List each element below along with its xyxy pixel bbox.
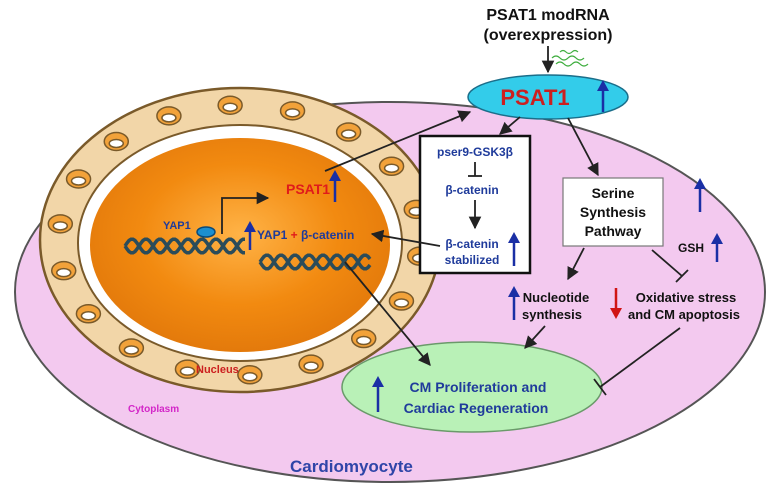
- nuclear-psat1-label: PSAT1: [286, 181, 330, 197]
- nuclear-pore-center: [55, 267, 72, 278]
- nuclear-pore-center: [303, 361, 319, 371]
- psat1-main-up-arrow: [597, 80, 609, 112]
- serine-to-nucleotide-arrow: [567, 247, 585, 281]
- nuclear-pore-center: [179, 366, 196, 376]
- nuclear-pore-center: [161, 113, 177, 123]
- nuclear-pores: [47, 95, 433, 385]
- yap-complex-yap1: YAP1: [257, 228, 288, 242]
- nuclear-pore-center: [355, 335, 372, 346]
- outcome-up-arrow: [372, 376, 384, 412]
- nuclear-pore-center: [123, 345, 140, 355]
- yap1-bead: [196, 226, 216, 238]
- psat1-ellipse: [467, 74, 629, 120]
- yap-complex-label: YAP1 + β-catenin: [257, 228, 354, 242]
- transcription-arrow: [221, 191, 270, 234]
- nuclear-pore-center: [52, 221, 69, 231]
- gsh-label: GSH: [678, 241, 704, 255]
- serine-pathway-box: [562, 177, 664, 247]
- yap-complex-plus: +: [291, 228, 298, 242]
- nuclear-pore-center: [80, 311, 97, 321]
- psat1-to-gsk3b-arrow: [499, 116, 521, 135]
- oxidative-inhibition: [593, 327, 681, 396]
- serine-up-arrow: [694, 178, 706, 212]
- outcome-label-line1: CM Proliferation and: [410, 379, 547, 395]
- nucleotide-to-outcome-arrow: [524, 325, 546, 349]
- nuclear-pore-center: [222, 102, 238, 112]
- serine-label-line1: Serine: [592, 185, 635, 201]
- beta-catenin-to-nucleus-arrow: [370, 229, 441, 247]
- psat1-main-label: PSAT1: [500, 85, 569, 110]
- dna-strand: [123, 237, 245, 255]
- nucleotide-label-line1: Nucleotide: [523, 290, 589, 305]
- gsh-up-arrow: [711, 233, 723, 262]
- nuclear-to-cytoplasm-arrow: [324, 110, 472, 172]
- cell-label: Cardiomyocyte: [290, 457, 413, 476]
- nuclear-pore-center: [340, 129, 357, 139]
- nuclear-pore-center: [383, 163, 400, 173]
- nucleotide-label-line2: synthesis: [522, 307, 582, 322]
- gsk3b-label: pser9-GSK3β: [437, 145, 513, 159]
- nuclear-pore-center: [108, 138, 125, 149]
- modrna-strand-icon: [551, 49, 589, 67]
- nuclear-pore-center: [70, 176, 87, 186]
- dna-strand: [123, 237, 245, 255]
- beta-catenin-up-arrow: [508, 232, 520, 266]
- serine-label-line3: Pathway: [585, 223, 642, 239]
- dna-strand: [258, 253, 372, 271]
- nucleoplasm: [90, 138, 390, 352]
- yap1-label: YAP1: [163, 220, 191, 232]
- beta-catenin-label: β-catenin: [445, 183, 498, 197]
- psat1-to-serine-arrow: [567, 117, 599, 177]
- yap-complex-beta-catenin: β-catenin: [301, 228, 354, 242]
- dna-helix-left: [123, 237, 245, 255]
- serine-label-line2: Synthesis: [580, 204, 646, 220]
- modrna-label-line2: (overexpression): [484, 27, 613, 44]
- oxidative-label-line2: and CM apoptosis: [628, 307, 740, 322]
- beta-catenin-stabilized-line1: β-catenin: [445, 237, 498, 251]
- nuclear-pore-center: [393, 298, 410, 308]
- nuclear-psat1-up-arrow: [329, 170, 341, 202]
- oxidative-label-line1: Oxidative stress: [636, 290, 736, 305]
- nuclear-pore-center: [242, 372, 258, 382]
- yap-complex-to-outcome-arrow: [344, 261, 431, 366]
- beta-catenin-stabilized-line2: stabilized: [445, 253, 500, 267]
- nucleus-label: Nucleus: [196, 364, 239, 376]
- oxidative-down-arrow: [610, 288, 622, 319]
- modrna-label-line1: PSAT1 modRNA: [486, 7, 610, 24]
- yap-complex-up-arrow: [244, 221, 256, 250]
- nuclear-pore-center: [284, 108, 301, 118]
- gsk3b-inhibition: [468, 162, 482, 177]
- nucleotide-up-arrow: [508, 286, 520, 320]
- outcome-label-line2: Cardiac Regeneration: [404, 400, 549, 416]
- cytoplasm-label: Cytoplasm: [128, 404, 179, 415]
- gsh-inhibition: [651, 249, 689, 283]
- outcome-ellipse: [341, 341, 603, 433]
